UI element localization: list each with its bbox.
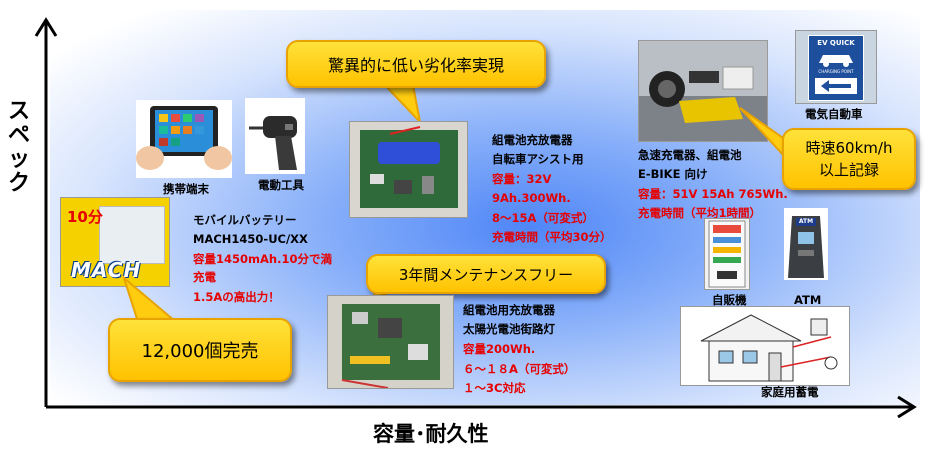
power-tool-caption: 電動工具 [258,178,304,192]
bicycle-line3: 容量：32V [492,172,552,186]
drill-image [249,116,297,170]
bicycle-line5: 8～15A（可変式） [492,211,594,225]
tablet-hands-image [136,106,232,170]
tablet-photo [136,100,232,178]
bicycle-charger-photo [349,121,468,218]
home-storage-caption: 家庭用蓄電 [761,385,819,399]
callout-maintenance-text: 3年間メンテナンスフリー [398,265,574,284]
y-axis-label-text: スペック [2,100,36,196]
ebike-line3: 容量：51V 15Ah 765Wh. [638,187,788,201]
power-tool-photo [245,98,305,174]
vending-machine-photo [704,218,750,290]
mobile-battery-output: 1.5Aの高出力！ [193,290,280,304]
solar-line2: 太陽光電池街路灯 [463,322,555,336]
package-brand: MACH [71,258,142,282]
mobile-battery-model: MACH1450-UC/XX [193,232,308,246]
home-storage-photo [680,306,850,386]
ebike-line1: 急速充電器、組電池 [638,148,742,162]
y-axis-label-char: ク [7,171,30,196]
atm-photo: ATM [784,208,828,280]
solar-line1: 組電池用充放電器 [463,303,555,317]
vending-machine-image [708,220,746,288]
y-axis-label-char: ス [7,99,30,124]
solar-line3: 容量200Wh. [463,342,536,356]
ev-sign-top: EV QUICK [817,39,855,47]
bicycle-line2: 自転車アシスト用 [492,152,584,166]
callout-speed-line1: 時速60km/h [805,139,893,157]
tablet-caption: 携帯端末 [163,182,209,196]
atm-image [788,216,824,278]
atm-caption: ATM [794,293,822,307]
bicycle-line6: 充電時間（平均30分） [492,230,612,244]
package-top-text: 10分 [67,208,103,226]
mobile-battery-title: モバイルバッテリー [193,213,297,227]
ev-sign-photo: EV QUICK CHARGING POINT [795,30,877,104]
y-axis-label-char: ペ [7,123,30,148]
arrow-left-icon [815,78,857,94]
y-axis-label: スペック [2,100,36,196]
x-axis-label: 容量･耐久性 [373,422,489,446]
callout-sales-box: 12,000個完売 [108,318,292,382]
ev-sign-board: EV QUICK CHARGING POINT [808,35,864,101]
circuit-board-image [360,126,458,208]
bicycle-line1: 組電池充放電器 [492,133,573,147]
ebike-photo [638,40,768,142]
solar-line5: １～3C対応 [463,381,526,395]
package-window [99,206,165,264]
ebike-line4: 充電時間（平均1時間） [638,206,762,220]
house-diagram-image [700,314,838,382]
car-icon [819,55,853,67]
bicycle-line4: 9Ah.300Wh. [492,191,571,205]
callout-speed-line2: 以上記録 [818,161,879,179]
callout-speed-box: 時速60km/h 以上記録 [782,128,916,190]
mobile-battery-capacity-cont: 充電 [193,270,216,284]
solar-board-image [341,304,440,388]
y-axis-label-char: ッ [7,147,30,172]
solar-line4: ６～１８A（可変式） [463,362,576,376]
ebike-line2: E-BIKE 向け [638,167,708,181]
atm-sign: ATM [798,218,814,225]
mobile-battery-capacity: 容量1450mAh.10分で満 [193,252,332,266]
solar-charger-photo [327,295,454,389]
mobile-battery-photo: 10分 MACH [60,197,170,287]
callout-degradation-box: 驚異的に低い劣化率実現 [286,40,546,88]
ev-caption: 電気自動車 [805,107,863,121]
callout-maintenance-box: 3年間メンテナンスフリー [366,254,606,294]
x-axis-arrow [897,395,917,419]
ebike-image [639,41,767,141]
vending-machine-caption: 自販機 [712,293,747,307]
callout-sales-text: 12,000個完売 [141,341,259,362]
callout-degradation-text: 驚異的に低い劣化率実現 [327,56,504,75]
y-axis-arrow [34,17,58,37]
ev-sign-sub: CHARGING POINT [818,69,854,74]
